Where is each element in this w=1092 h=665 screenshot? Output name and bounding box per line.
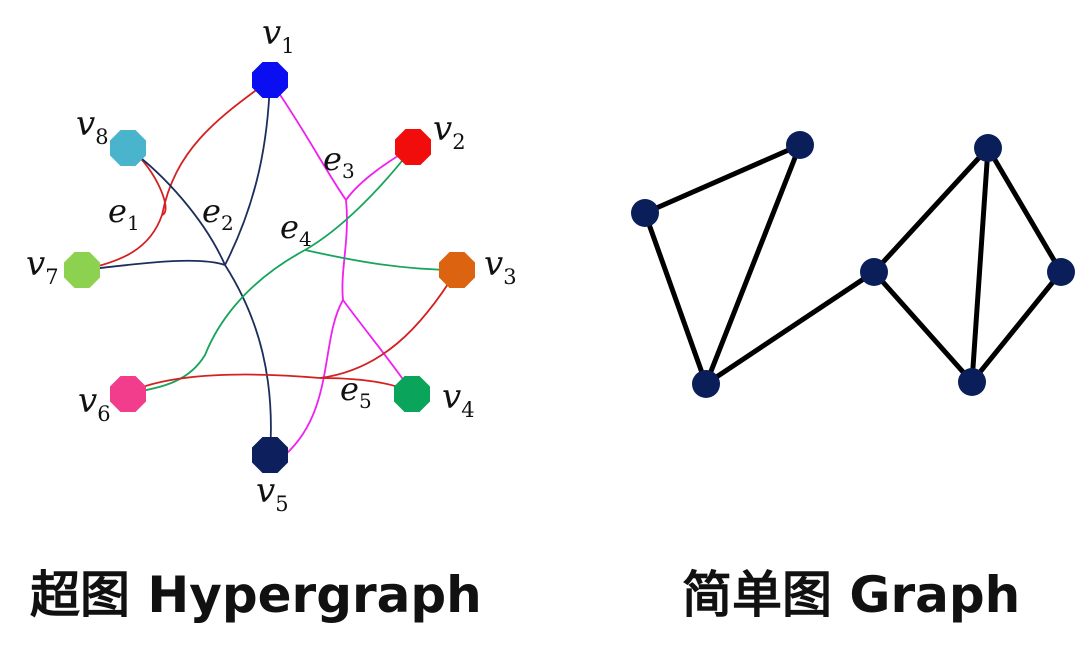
- vertex-label-v5: v5: [256, 471, 289, 516]
- hyperedge-e3-v1: [269, 79, 347, 201]
- graph-node-d: [860, 258, 888, 286]
- graph-node-b: [786, 131, 814, 159]
- graph-edge-f-g: [969, 269, 1064, 385]
- hypergraph-vertices: [64, 62, 475, 473]
- hyperedge-label-e5: e5: [340, 370, 372, 413]
- vertex-label-v6: v6: [78, 381, 111, 426]
- hyperedge-e3-mid: [341, 199, 348, 301]
- graph-edge-b-c: [703, 142, 803, 387]
- vertex-label-v1: v1: [262, 13, 295, 58]
- hyperedge-label-e2: e2: [202, 192, 234, 235]
- vertex-label-v8: v8: [76, 104, 109, 149]
- graph-node-f: [1047, 258, 1075, 286]
- hyperedge-e5-v3: [319, 269, 458, 379]
- vertex-v7: [64, 252, 100, 288]
- graph-edge-a-c: [642, 210, 709, 387]
- graph-edge-c-d: [703, 269, 877, 387]
- graph-edges: [642, 142, 1064, 387]
- vertex-v3: [439, 252, 475, 288]
- vertex-label-v7: v7: [26, 244, 59, 289]
- graph-edge-e-g: [969, 145, 991, 385]
- graph-edge-d-e: [871, 145, 991, 275]
- graph-edge-e-f: [985, 145, 1064, 275]
- hyperedge-e2-v5: [224, 264, 272, 456]
- vertex-v4: [394, 376, 430, 412]
- hypergraph-caption: 超图 Hypergraph: [30, 566, 482, 624]
- graph-node-a: [631, 199, 659, 227]
- graph-nodes: [631, 131, 1075, 398]
- hyperedge-e4-v6: [127, 249, 306, 394]
- graph-edge-a-b: [642, 142, 803, 216]
- hyperedge-e1-v1: [161, 79, 271, 216]
- hyperedge-e3-v5: [284, 299, 344, 456]
- vertex-label-v4: v4: [442, 377, 475, 422]
- hyperedge-e4-v2: [304, 146, 414, 251]
- vertex-v1: [252, 62, 288, 98]
- graph-edge-d-g: [871, 269, 975, 385]
- vertex-label-v2: v2: [433, 109, 466, 154]
- hyperedge-labels: e1 e2 e3 e4 e5: [108, 140, 372, 413]
- hyperedge-e5-v6: [127, 373, 321, 394]
- vertex-v8: [110, 130, 146, 166]
- graph-node-e: [974, 134, 1002, 162]
- vertex-labels: v1 v2 v3 v4 v5 v6 v7 v8: [26, 13, 517, 516]
- graph-caption: 简单图 Graph: [682, 566, 1021, 624]
- vertex-v2: [395, 129, 431, 165]
- vertex-v6: [110, 376, 146, 412]
- hyperedge-label-e3: e3: [323, 140, 355, 183]
- vertex-label-v3: v3: [484, 244, 517, 289]
- hyperedge-label-e4: e4: [280, 208, 312, 251]
- graph-node-g: [958, 368, 986, 396]
- hyperedge-label-e1: e1: [108, 192, 140, 235]
- hyperedge-e4-v3: [304, 249, 458, 271]
- graph-node-c: [692, 370, 720, 398]
- hyperedge-e2-v1: [224, 79, 271, 266]
- vertex-v5: [252, 437, 288, 473]
